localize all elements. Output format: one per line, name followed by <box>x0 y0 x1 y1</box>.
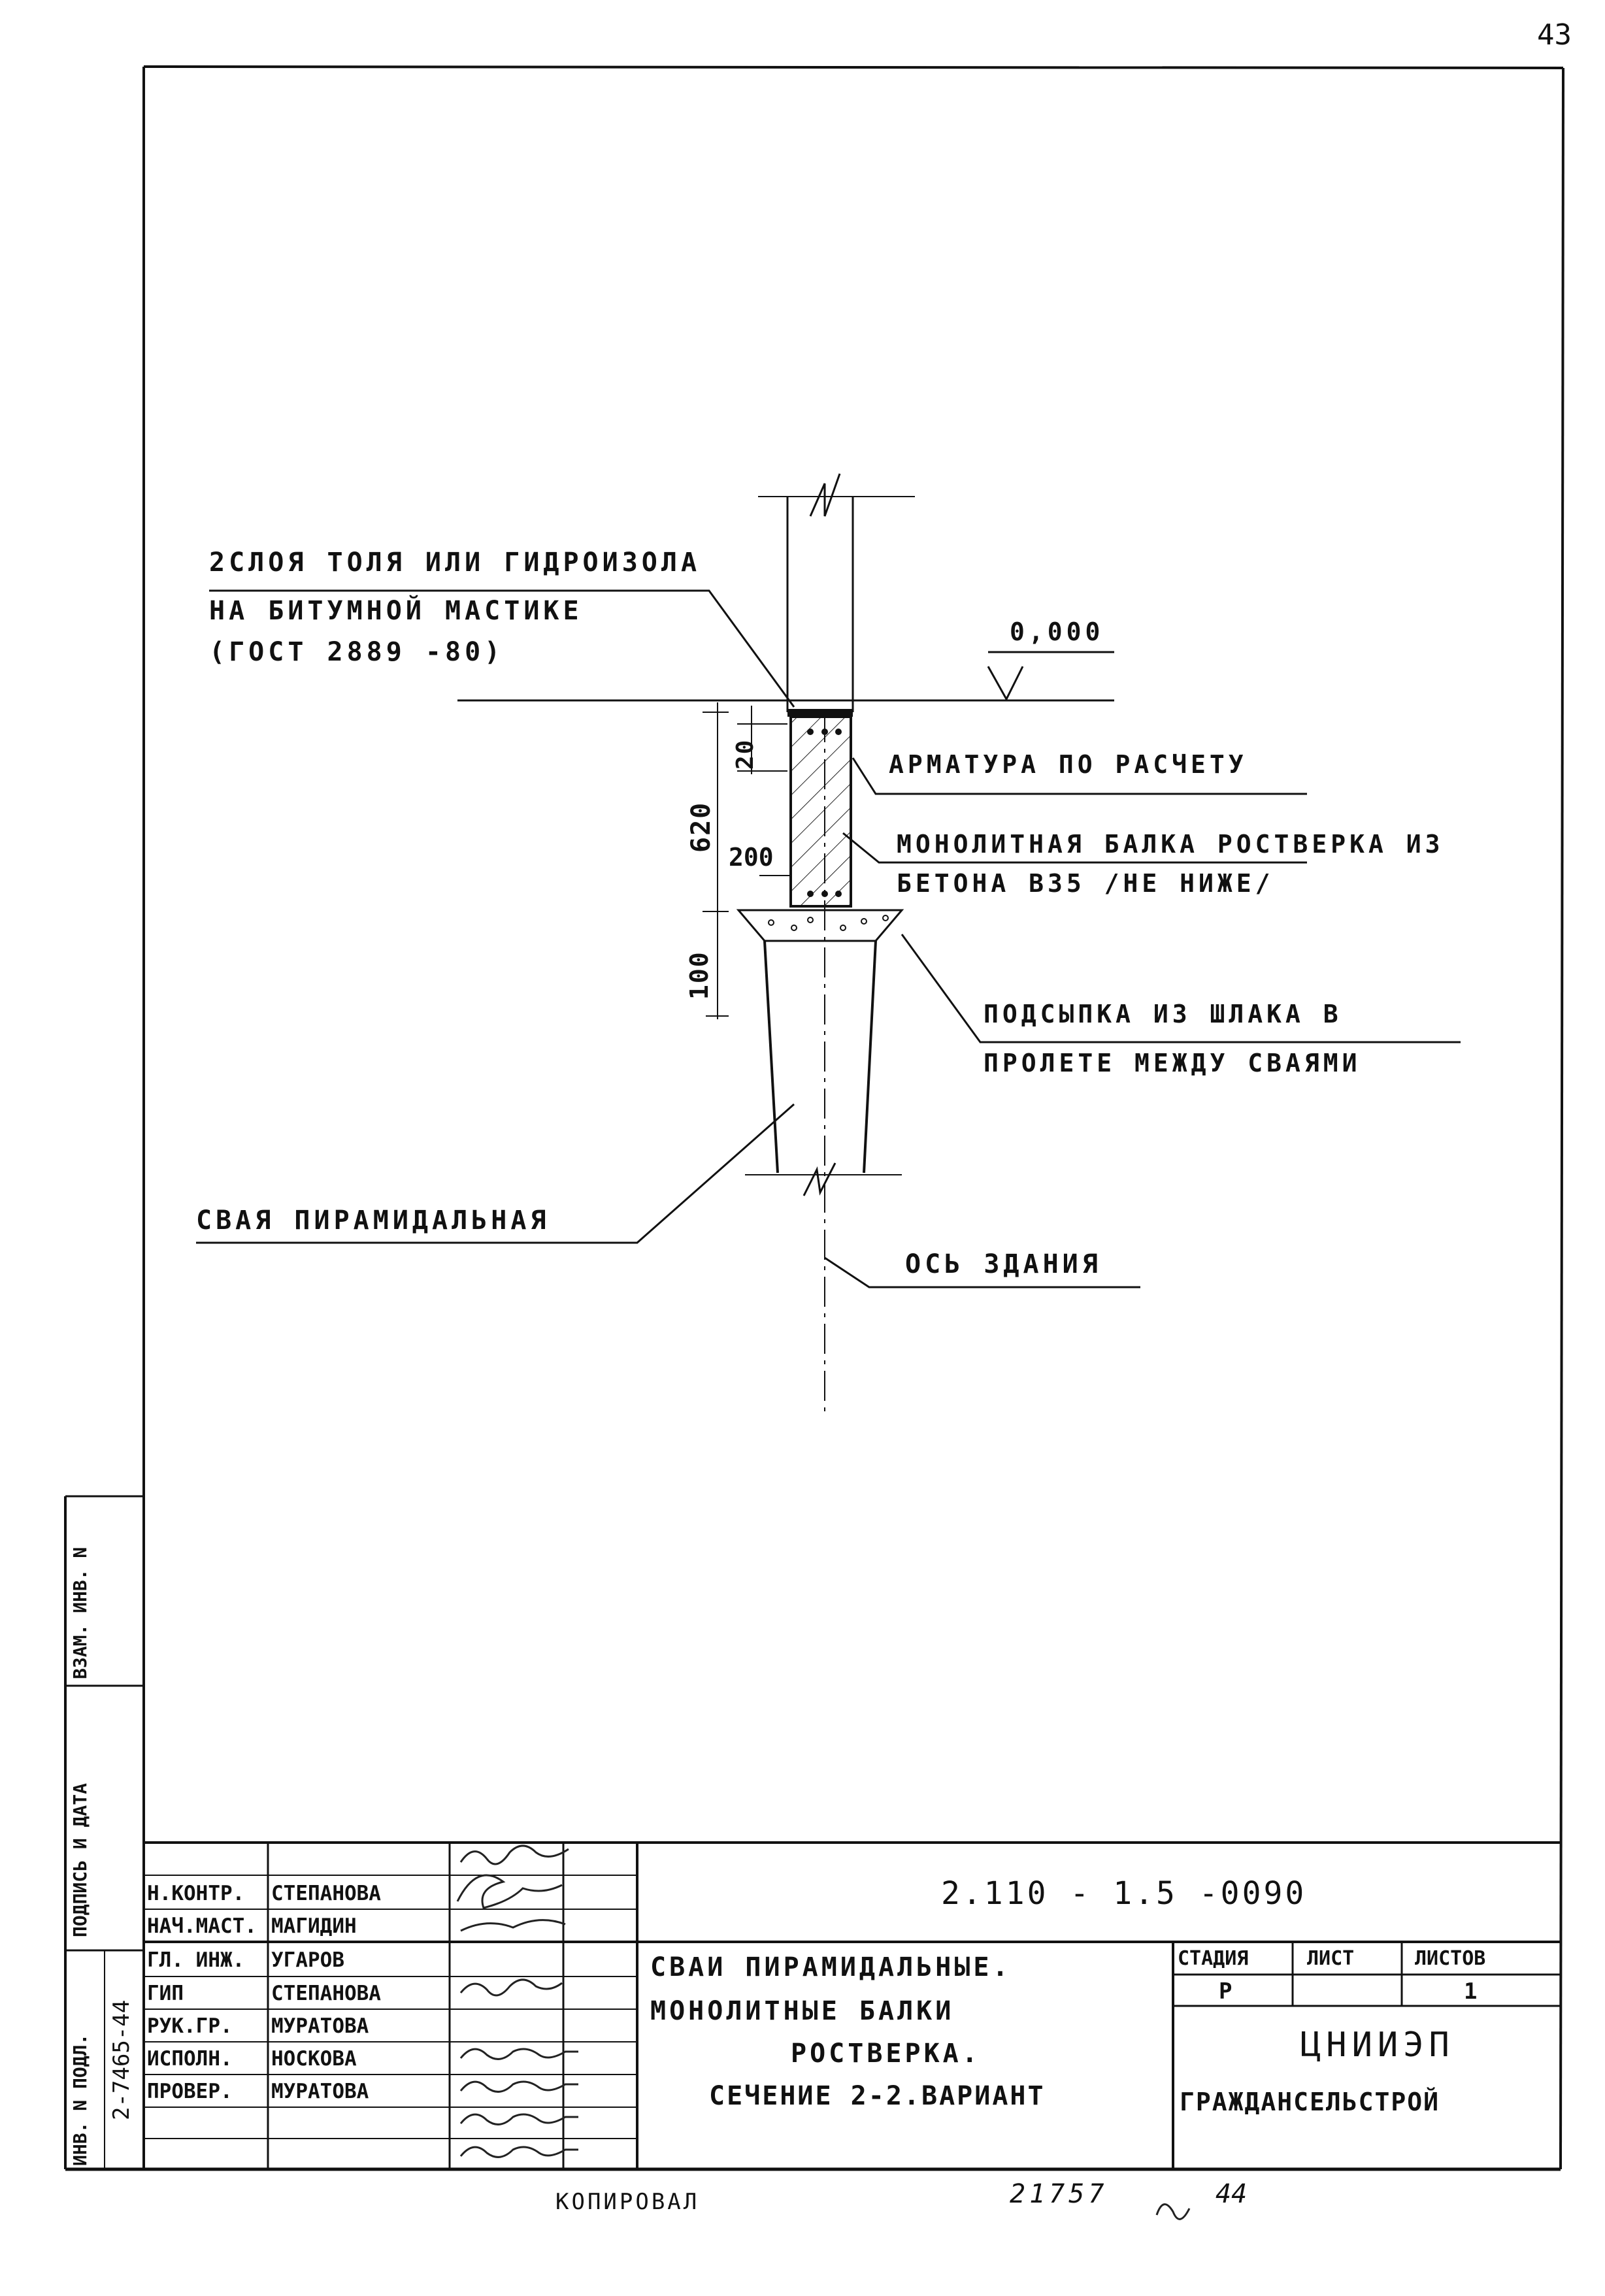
dimension-200: 200 <box>729 843 774 872</box>
sheet-header: ЛИСТ <box>1307 1947 1355 1970</box>
role-gl-inzh: ГЛ. ИНЖ. <box>147 1948 245 1972</box>
drawing-frame <box>64 65 1564 2171</box>
stage-header: СТАДИЯ <box>1178 1947 1249 1970</box>
stamp-vzam: ВЗАМ. ИНВ. N <box>69 1547 91 1679</box>
callout-waterproofing-line1: 2СЛОЯ ТОЛЯ ИЛИ ГИДРОИЗОЛА <box>209 548 701 578</box>
role-prover: ПРОВЕР. <box>147 2080 233 2103</box>
name-nach-mast: МАГИДИН <box>271 1914 357 1938</box>
stamp-podpis: ПОДПИСЬ И ДАТА <box>69 1782 91 1937</box>
dimension-lines <box>703 702 791 1019</box>
role-nach-mast: НАЧ.МАСТ. <box>147 1914 257 1938</box>
stage-value: Р <box>1219 1978 1233 2005</box>
level-mark-symbol <box>987 651 1114 702</box>
sheet-title-line1: СВАИ ПИРАМИДАЛЬНЫЕ. <box>650 1952 1012 1982</box>
sheet-title-line4: СЕЧЕНИЕ 2-2.ВАРИАНТ <box>709 2081 1046 2111</box>
signatures <box>456 1845 1191 2220</box>
name-gl-inzh: УГАРОВ <box>271 1948 344 1972</box>
callout-reinforcement: АРМАТУРА ПО РАСЧЕТУ <box>889 750 1248 779</box>
callout-fill-line2: ПРОЛЕТЕ МЕЖДУ СВАЯМИ <box>984 1049 1361 1077</box>
sheets-header: ЛИСТОВ <box>1415 1947 1486 1970</box>
callout-fill-line1: ПОДСЫПКА ИЗ ШЛАКА В <box>984 1000 1342 1028</box>
slag-fill <box>736 909 904 942</box>
footer-copied: КОПИРОВАЛ <box>555 2189 700 2215</box>
sheets-value: 1 <box>1464 1978 1478 2005</box>
role-gip: ГИП <box>147 1982 184 2005</box>
pyramidal-pile <box>745 940 902 1196</box>
dimension-100: 100 <box>685 951 714 1000</box>
organization-name: ЦНИИЭП <box>1300 2025 1455 2065</box>
footer-number: 21757 <box>1010 2179 1108 2209</box>
waterproofing-layer <box>787 709 853 717</box>
role-ispoln: ИСПОЛН. <box>147 2047 233 2071</box>
name-ruk-gr: МУРАТОВА <box>271 2014 369 2038</box>
level-mark-label: 0,000 <box>1010 617 1104 646</box>
sheet-title-line3: РОСТВЕРКА. <box>791 2039 981 2069</box>
dimension-620: 620 <box>686 801 716 853</box>
role-n-kontr: Н.КОНТР. <box>147 1882 245 1905</box>
name-ispoln: НОСКОВА <box>271 2047 357 2071</box>
name-gip: СТЕПАНОВА <box>271 1982 381 2005</box>
callout-waterproofing-line3: (ГОСТ 2889 -80) <box>209 637 505 667</box>
wall-column <box>758 473 915 712</box>
sheet-title-line2: МОНОЛИТНЫЕ БАЛКИ <box>650 1996 955 2026</box>
dimension-20: 20 <box>732 738 759 770</box>
document-code: 2.110 - 1.5 -0090 <box>941 1875 1307 1912</box>
name-n-kontr: СТЕПАНОВА <box>271 1882 381 1905</box>
leader-lines <box>196 589 1461 1288</box>
footer-format: 44 <box>1216 2179 1248 2209</box>
title-block-grid <box>144 1841 1561 2169</box>
role-ruk-gr: РУК.ГР. <box>147 2014 233 2038</box>
stamp-inv-podl-value: 2-7465-44 <box>108 1999 135 2120</box>
name-prover: МУРАТОВА <box>271 2080 369 2103</box>
organization-subtitle: ГРАЖДАНСЕЛЬСТРОЙ <box>1180 2088 1440 2116</box>
callout-pile: СВАЯ ПИРАМИДАЛЬНАЯ <box>196 1205 550 1236</box>
stamp-inv-podl: ИНВ. N ПОДЛ. <box>69 2033 91 2166</box>
callout-beam-line1: МОНОЛИТНАЯ БАЛКА РОСТВЕРКА ИЗ <box>897 830 1444 859</box>
callout-beam-line2: БЕТОНА В35 /НЕ НИЖЕ/ <box>897 869 1274 898</box>
callout-axis: ОСЬ ЗДАНИЯ <box>905 1249 1102 1279</box>
grillage-beam <box>789 715 852 908</box>
page-number: 43 <box>1537 18 1572 52</box>
callout-waterproofing-line2: НА БИТУМНОЙ МАСТИКЕ <box>209 596 583 626</box>
